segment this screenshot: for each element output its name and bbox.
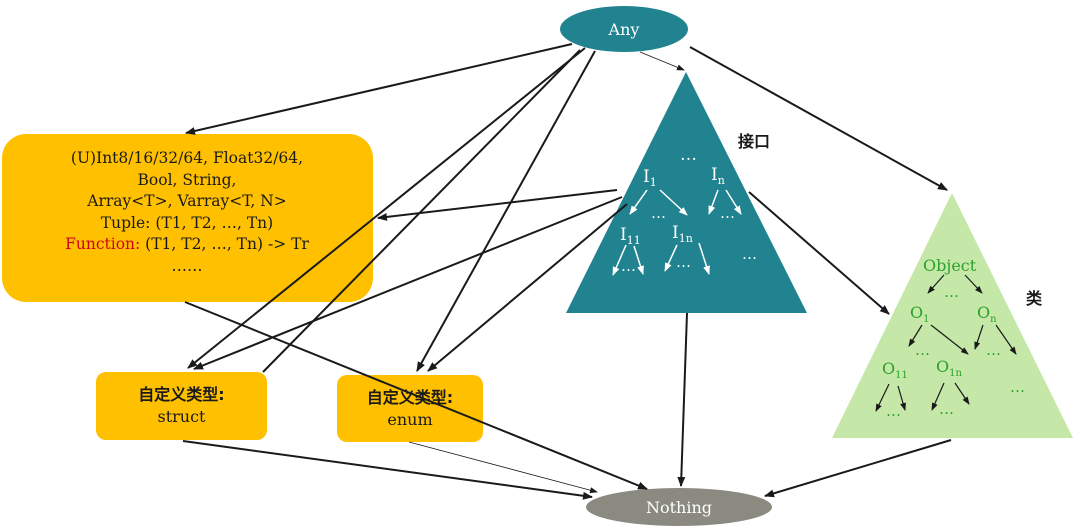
any-node [560, 6, 688, 52]
nothing-label: Nothing [646, 498, 712, 517]
edge-class-nothing [764, 439, 952, 498]
class-dots-5: … [1010, 378, 1025, 396]
edge-any-interface [639, 51, 685, 71]
class-o11: O11 [882, 359, 908, 381]
interface-dots-4: … [676, 253, 691, 271]
class-o1: O1 [910, 303, 930, 325]
class-dots-2: … [986, 341, 1001, 359]
builtin-line-5: Function: (T1, T2, …, Tn) -> Tr [4, 234, 370, 256]
edge-any-class [689, 46, 948, 191]
edge-interface-builtin [377, 189, 618, 221]
enum-kind: enum [387, 410, 433, 429]
class-triangle [832, 193, 1073, 438]
interface-top-dots: … [680, 145, 697, 165]
enum-box-text: 自定义类型: enum [337, 387, 483, 431]
edge-interface-class [748, 191, 890, 315]
edges [182, 43, 952, 500]
edge-interface-enum [427, 203, 628, 372]
builtin-line-1: (U)Int8/16/32/64, Float32/64, [70, 149, 304, 167]
class-o1n: O1n [936, 357, 962, 379]
edge-builtin-nothing [184, 301, 648, 490]
interface-i1n: I1n [672, 223, 693, 245]
builtin-line-6: …… [171, 256, 203, 275]
edge-any-nothing [262, 49, 581, 373]
interface-dots-1: … [651, 204, 666, 222]
interface-dots-3: … [621, 257, 636, 275]
interface-triangle [566, 72, 807, 313]
interface-tree-edges [612, 189, 742, 276]
edge-interface-struct [193, 196, 623, 370]
nothing-node [586, 488, 772, 526]
edge-any-enum [416, 50, 596, 372]
interface-i11: I11 [620, 225, 641, 247]
builtin-line-3: Array<T>, Varray<T, N> [87, 192, 287, 210]
builtin-line-2: Bool, String, [137, 170, 237, 189]
class-on: On [977, 303, 997, 325]
class-dots-0: … [944, 283, 959, 301]
interface-dots-5: … [742, 245, 757, 263]
interface-in: In [711, 165, 725, 187]
struct-kind: struct [157, 407, 206, 426]
edge-enum-nothing [408, 441, 598, 494]
class-dots-4: … [939, 400, 954, 418]
class-label: 类 [1026, 289, 1043, 308]
enum-box [337, 375, 483, 442]
struct-box [96, 372, 267, 440]
edge-interface-nothing [677, 312, 688, 487]
struct-box-text: 自定义类型: struct [96, 384, 267, 428]
class-tree-edges [875, 274, 1017, 412]
builtin-types-box [2, 134, 373, 302]
interface-i1: I1 [643, 167, 657, 189]
builtin-line-4: Tuple: (T1, T2, …, Tn) [100, 213, 274, 232]
enum-title: 自定义类型: [366, 388, 454, 407]
function-keyword: Function: [65, 235, 141, 253]
edge-struct-nothing [182, 440, 593, 500]
any-label: Any [608, 20, 640, 39]
edge-any-builtin [185, 43, 573, 135]
class-dots-3: … [886, 402, 901, 420]
struct-title: 自定义类型: [138, 385, 225, 404]
function-signature: (T1, T2, …, Tn) -> Tr [140, 235, 309, 253]
class-dots-1: … [915, 341, 930, 359]
interface-dots-2: … [720, 204, 735, 222]
edge-any-struct [187, 47, 586, 369]
builtin-types-text: (U)Int8/16/32/64, Float32/64, Bool, Stri… [4, 148, 370, 277]
interface-label: 接口 [738, 132, 770, 151]
class-root-object: Object [923, 256, 977, 275]
